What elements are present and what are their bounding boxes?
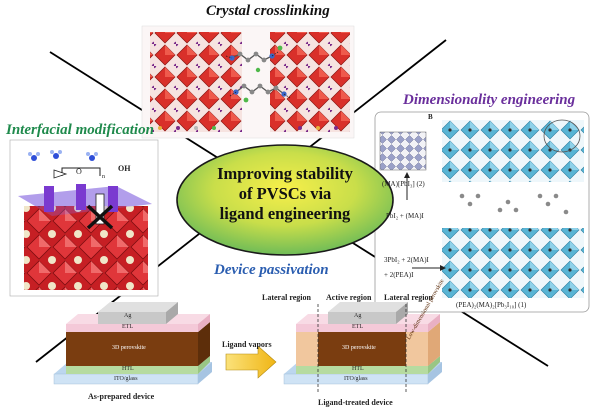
left-layer-ito: ITO/glass bbox=[114, 376, 138, 382]
ligand-vapors-label: Ligand vapors bbox=[222, 340, 272, 349]
lateral-region-left: Lateral region bbox=[262, 293, 311, 302]
active-region: Active region bbox=[326, 293, 372, 302]
title-crystal-crosslinking: Crystal crosslinking bbox=[206, 3, 330, 19]
device-right-figure bbox=[283, 302, 442, 392]
right-layer-ag: Ag bbox=[354, 313, 362, 319]
right-layer-perovskite: 3D perovskite bbox=[342, 345, 376, 351]
center-ellipse bbox=[176, 144, 394, 256]
center-title-line2: of PVSCs via bbox=[238, 184, 332, 203]
left-layer-ag: Ag bbox=[124, 313, 132, 319]
left-layer-htl: HTL bbox=[122, 366, 134, 372]
right-layer-ito: ITO/glass bbox=[344, 376, 368, 382]
label-3d-perovskite: (MA)[PbI₃] (2) bbox=[382, 180, 425, 188]
title-device-passivation: Device passivation bbox=[214, 262, 329, 278]
panel-letter: B bbox=[428, 113, 433, 121]
label-oh: OH bbox=[118, 164, 131, 173]
center-title-line3: ligand engineering bbox=[219, 204, 351, 223]
left-layer-perovskite: 3D perovskite bbox=[112, 345, 146, 351]
left-device-caption: As-prepared device bbox=[88, 392, 155, 401]
dimensionality-figure bbox=[374, 111, 590, 313]
label-reaction-2a: 3PbI₂ + 2(MA)I bbox=[384, 256, 429, 264]
label-n: n bbox=[102, 174, 105, 180]
left-layer-etl: ETL bbox=[122, 324, 133, 330]
label-product: (PEA)₂(MA)₂[Pb₃I₁₀] (1) bbox=[456, 301, 527, 309]
right-layer-htl: HTL bbox=[352, 366, 364, 372]
center-title: Improving stability of PVSCs via ligand … bbox=[196, 164, 374, 224]
right-device-caption: Ligand-treated device bbox=[318, 398, 393, 407]
device-left-figure bbox=[53, 302, 212, 385]
title-interfacial-modification: Interfacial modification bbox=[6, 122, 154, 138]
ligand-vapor-arrow bbox=[225, 345, 277, 379]
crystal-crosslinking-figure bbox=[141, 25, 355, 139]
label-reaction-1: PbI₂ + (MA)I bbox=[386, 212, 424, 220]
interfacial-figure: O bbox=[9, 139, 159, 297]
label-reaction-2b: + 2(PEA)I bbox=[384, 271, 414, 279]
center-title-line1: Improving stability bbox=[217, 164, 353, 183]
title-dimensionality-engineering: Dimensionality engineering bbox=[403, 92, 576, 108]
lateral-region-right: Lateral region bbox=[384, 293, 433, 302]
right-layer-etl: ETL bbox=[352, 324, 363, 330]
svg-text:O: O bbox=[76, 167, 82, 176]
